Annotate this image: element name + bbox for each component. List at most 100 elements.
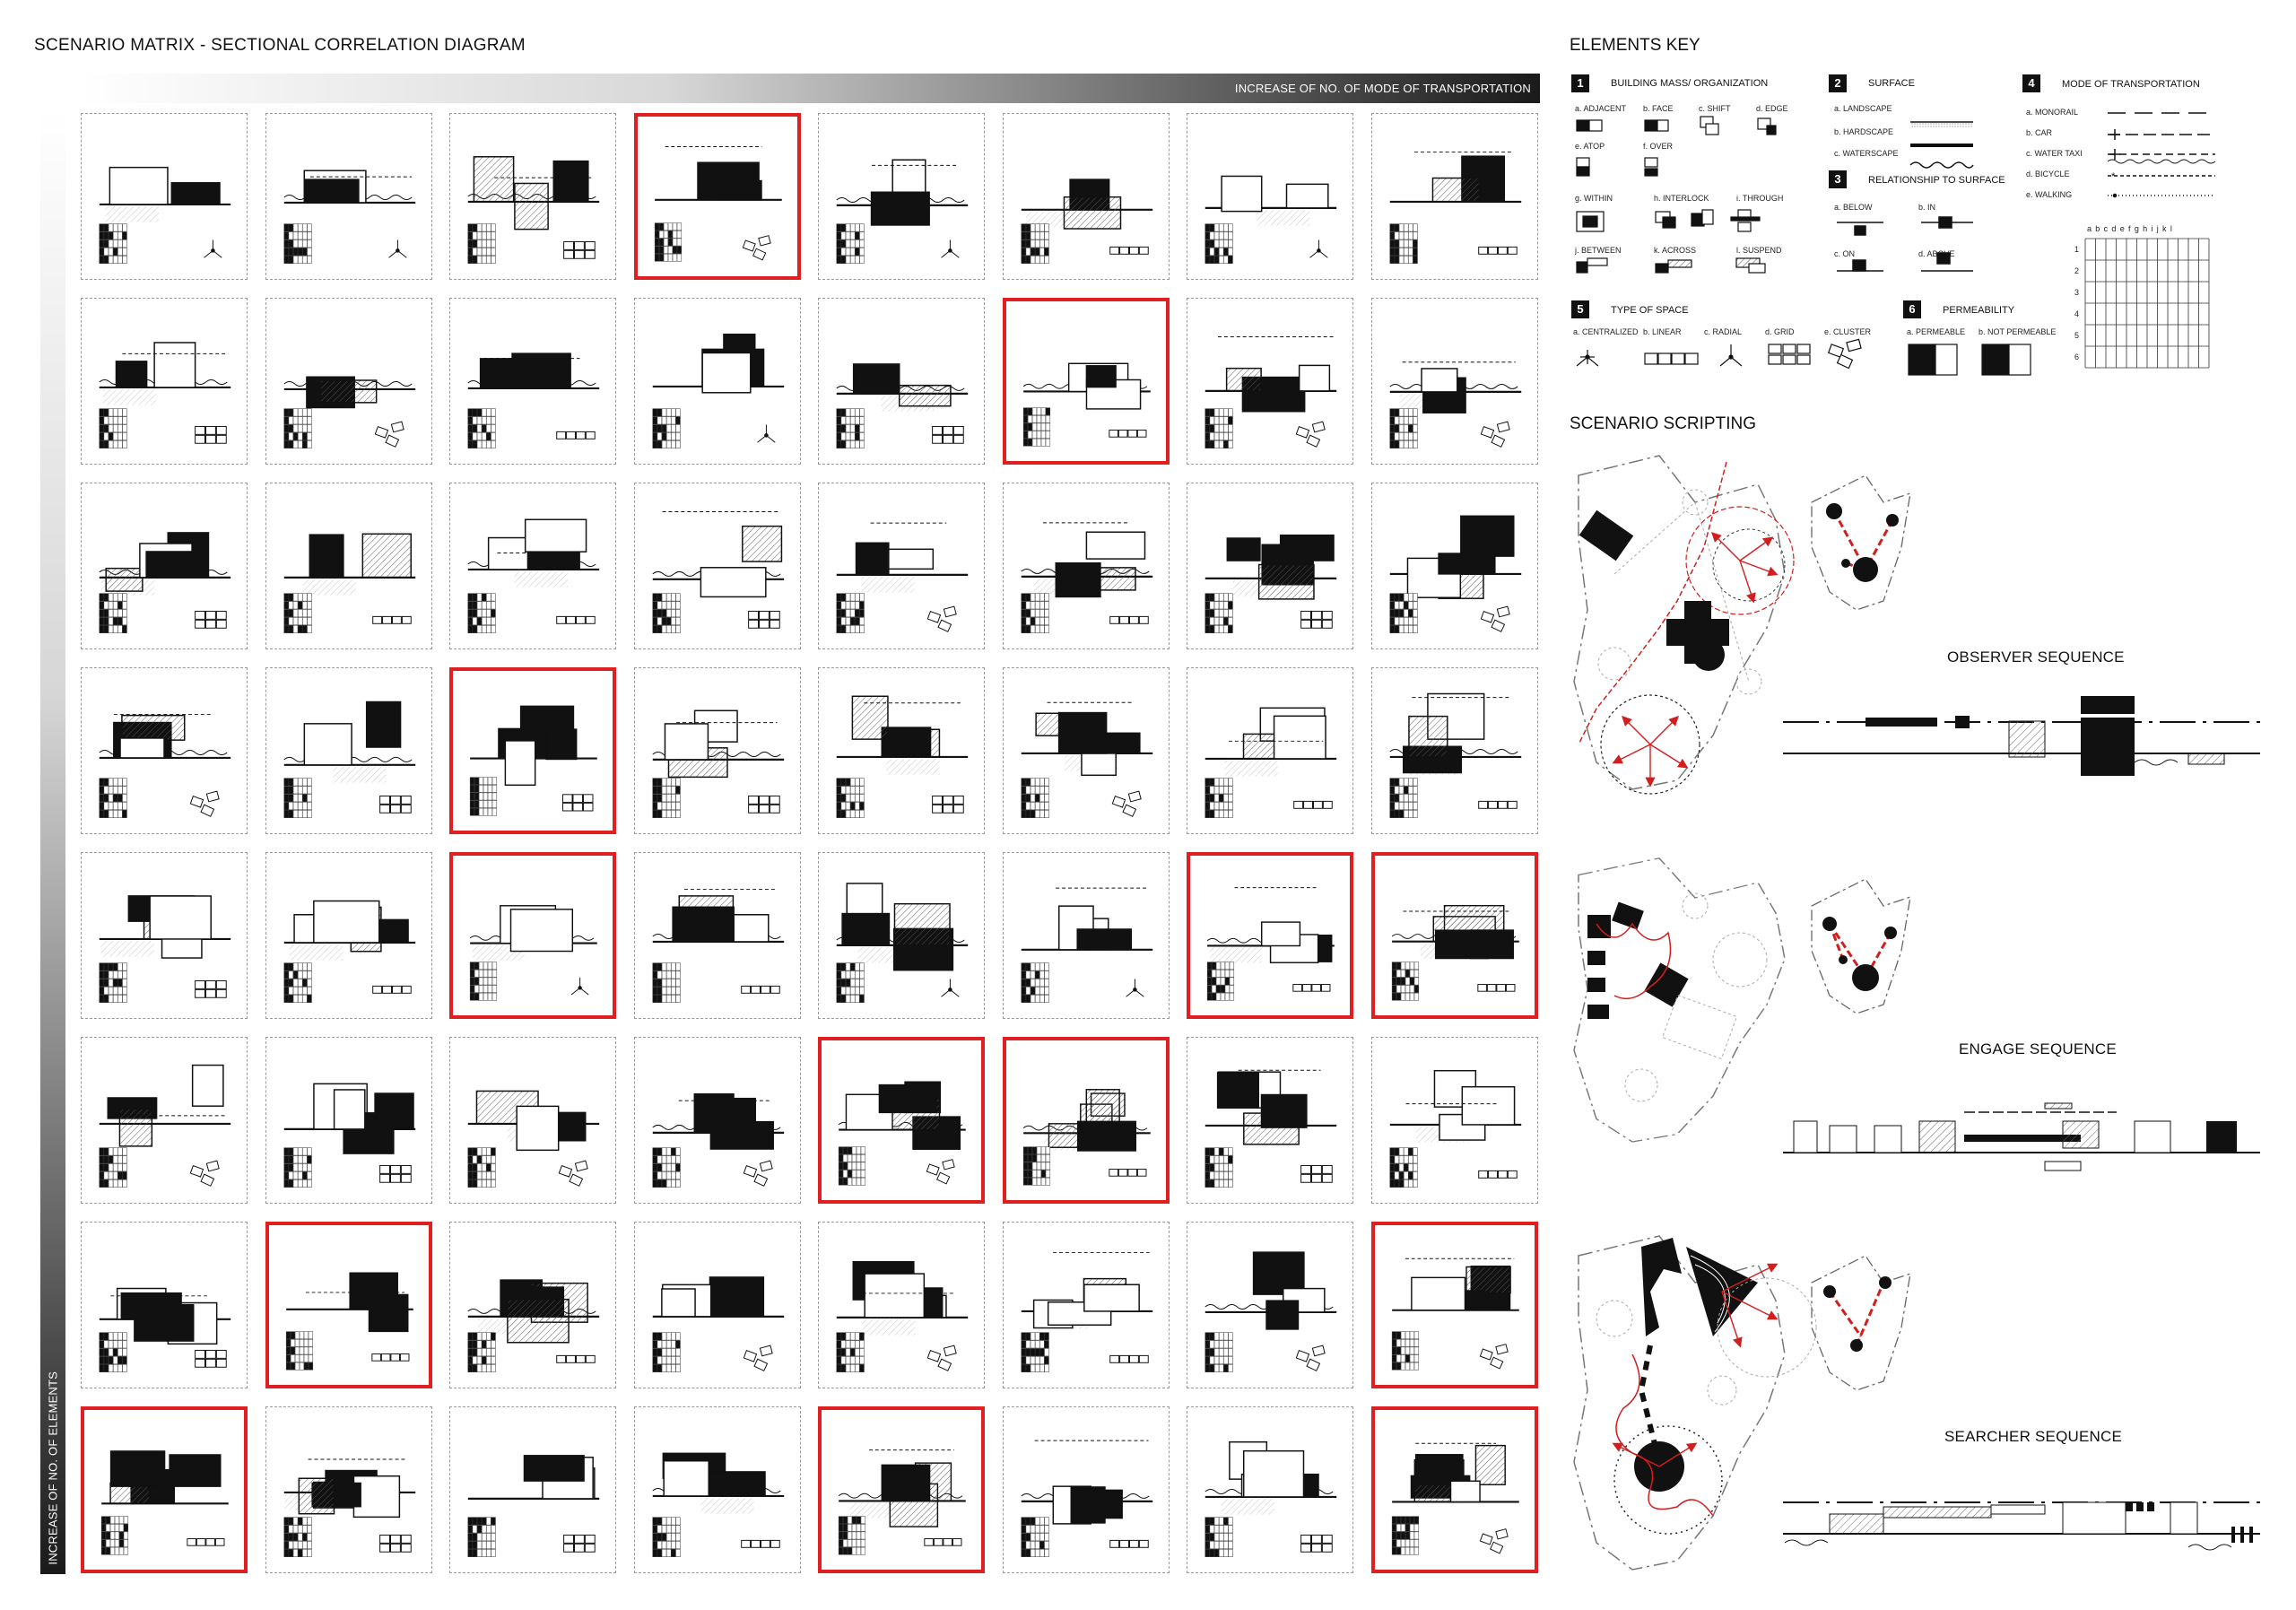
key-2-number: 2 bbox=[1829, 74, 1847, 92]
section-sketch bbox=[1205, 1251, 1337, 1372]
matrix-cell[interactable] bbox=[633, 1222, 801, 1388]
matrix-cell[interactable] bbox=[633, 1406, 801, 1573]
observer-section bbox=[1783, 696, 2260, 776]
key-6a-label: a. PERMEABLE bbox=[1907, 327, 1966, 336]
section-sketch bbox=[99, 895, 231, 1003]
matrix-cell[interactable] bbox=[1002, 1406, 1170, 1573]
matrix-cell[interactable] bbox=[633, 113, 801, 280]
section-sketch bbox=[283, 533, 415, 633]
matrix-cell[interactable] bbox=[1370, 1406, 1538, 1573]
matrix-cell[interactable] bbox=[449, 1222, 616, 1388]
x-axis-label: INCREASE OF NO. OF MODE OF TRANSPORTATIO… bbox=[1234, 82, 1531, 95]
matrix-cell[interactable] bbox=[1187, 298, 1353, 465]
matrix-cell[interactable] bbox=[1002, 113, 1170, 280]
key-1i-label: i. THROUGH bbox=[1736, 194, 1784, 203]
matrix-cell[interactable] bbox=[81, 1222, 248, 1388]
section-sketch bbox=[1391, 1442, 1519, 1555]
matrix-cell[interactable] bbox=[1002, 1222, 1170, 1388]
section-sketch bbox=[99, 342, 231, 448]
matrix-cell[interactable] bbox=[818, 1037, 985, 1204]
key-5a-label: a. CENTRALIZED bbox=[1573, 327, 1639, 336]
matrix-cell[interactable] bbox=[1187, 1222, 1353, 1388]
matrix-cell[interactable] bbox=[81, 298, 248, 465]
section-sketch bbox=[100, 1450, 229, 1555]
matrix-cell[interactable] bbox=[1187, 113, 1353, 280]
section-sketch bbox=[467, 1455, 600, 1557]
matrix-cell[interactable] bbox=[449, 1037, 616, 1204]
matrix-cell[interactable] bbox=[449, 483, 616, 649]
matrix-cell[interactable] bbox=[1370, 298, 1538, 465]
matrix-cell[interactable] bbox=[449, 667, 616, 834]
matrix-cell[interactable] bbox=[818, 298, 985, 465]
matrix-cell[interactable] bbox=[1187, 483, 1353, 649]
matrix-cell[interactable] bbox=[1002, 1037, 1170, 1204]
matrix-cell[interactable] bbox=[818, 852, 985, 1019]
searcher-diagram bbox=[1811, 1255, 1911, 1391]
matrix-cell[interactable] bbox=[265, 113, 432, 280]
section-sketch bbox=[467, 518, 600, 633]
matrix-cell[interactable] bbox=[1370, 113, 1538, 280]
key-grid-row-label: 2 bbox=[2074, 266, 2079, 275]
section-sketch bbox=[1205, 336, 1337, 448]
matrix-cell[interactable] bbox=[1370, 1222, 1538, 1388]
key-3c-label: c. ON bbox=[1834, 249, 1856, 258]
matrix-cell[interactable] bbox=[1187, 1406, 1353, 1573]
matrix-cell[interactable] bbox=[818, 113, 985, 280]
matrix-cell[interactable] bbox=[81, 1037, 248, 1204]
matrix-cell[interactable] bbox=[633, 1037, 801, 1204]
matrix-cell[interactable] bbox=[1187, 852, 1353, 1019]
key-5b-label: b. LINEAR bbox=[1643, 327, 1682, 336]
matrix-cell[interactable] bbox=[633, 483, 801, 649]
matrix-cell[interactable] bbox=[1187, 1037, 1353, 1204]
section-sketch bbox=[1389, 515, 1521, 633]
matrix-cell[interactable] bbox=[818, 1406, 985, 1573]
key-1a-label: a. ADJACENT bbox=[1575, 104, 1627, 113]
matrix-cell[interactable] bbox=[633, 852, 801, 1019]
matrix-cell[interactable] bbox=[265, 1222, 432, 1388]
matrix-cell[interactable] bbox=[1187, 667, 1353, 834]
searcher-site-plan bbox=[1573, 1235, 1817, 1571]
section-sketch bbox=[1020, 522, 1152, 633]
matrix-cell[interactable] bbox=[1370, 667, 1538, 834]
section-sketch bbox=[467, 352, 600, 448]
matrix-cell[interactable] bbox=[81, 483, 248, 649]
matrix-cell[interactable] bbox=[265, 667, 432, 834]
matrix-cell[interactable] bbox=[449, 852, 616, 1019]
matrix-cell[interactable] bbox=[81, 852, 248, 1019]
matrix-cell[interactable] bbox=[449, 1406, 616, 1573]
section-sketch bbox=[1021, 887, 1152, 1003]
key-grid-row-label: 1 bbox=[2074, 245, 2079, 254]
matrix-cell[interactable] bbox=[1002, 298, 1170, 465]
matrix-cell[interactable] bbox=[449, 298, 616, 465]
matrix-cell[interactable] bbox=[818, 667, 985, 834]
matrix-cell[interactable] bbox=[265, 1406, 432, 1573]
key-3-number: 3 bbox=[1829, 170, 1847, 188]
matrix-cell[interactable] bbox=[1002, 483, 1170, 649]
matrix-cell[interactable] bbox=[1370, 483, 1538, 649]
matrix-cell[interactable] bbox=[81, 667, 248, 834]
key-1k-label: k. ACROSS bbox=[1654, 246, 1697, 255]
key-1g-label: g. WITHIN bbox=[1575, 194, 1613, 203]
matrix-cell[interactable] bbox=[1370, 1037, 1538, 1204]
section-sketch bbox=[99, 1064, 231, 1188]
matrix-cell[interactable] bbox=[633, 298, 801, 465]
matrix-cell[interactable] bbox=[633, 667, 801, 834]
key-3a-label: a. BELOW bbox=[1834, 203, 1873, 212]
matrix-cell[interactable] bbox=[1370, 852, 1538, 1019]
matrix-cell[interactable] bbox=[818, 1222, 985, 1388]
matrix-cell[interactable] bbox=[265, 1037, 432, 1204]
section-sketch bbox=[99, 166, 231, 264]
matrix-cell[interactable] bbox=[449, 113, 616, 280]
key-6-title: PERMEABILITY bbox=[1943, 305, 2015, 316]
section-sketch bbox=[285, 1272, 413, 1371]
matrix-cell[interactable] bbox=[265, 852, 432, 1019]
scenario-scripting-title: SCENARIO SCRIPTING bbox=[1570, 414, 1756, 433]
section-sketch bbox=[1205, 707, 1337, 818]
matrix-cell[interactable] bbox=[1002, 852, 1170, 1019]
matrix-cell[interactable] bbox=[81, 1406, 248, 1573]
matrix-cell[interactable] bbox=[265, 483, 432, 649]
matrix-cell[interactable] bbox=[265, 298, 432, 465]
matrix-cell[interactable] bbox=[818, 483, 985, 649]
matrix-cell[interactable] bbox=[81, 113, 248, 280]
matrix-cell[interactable] bbox=[1002, 667, 1170, 834]
